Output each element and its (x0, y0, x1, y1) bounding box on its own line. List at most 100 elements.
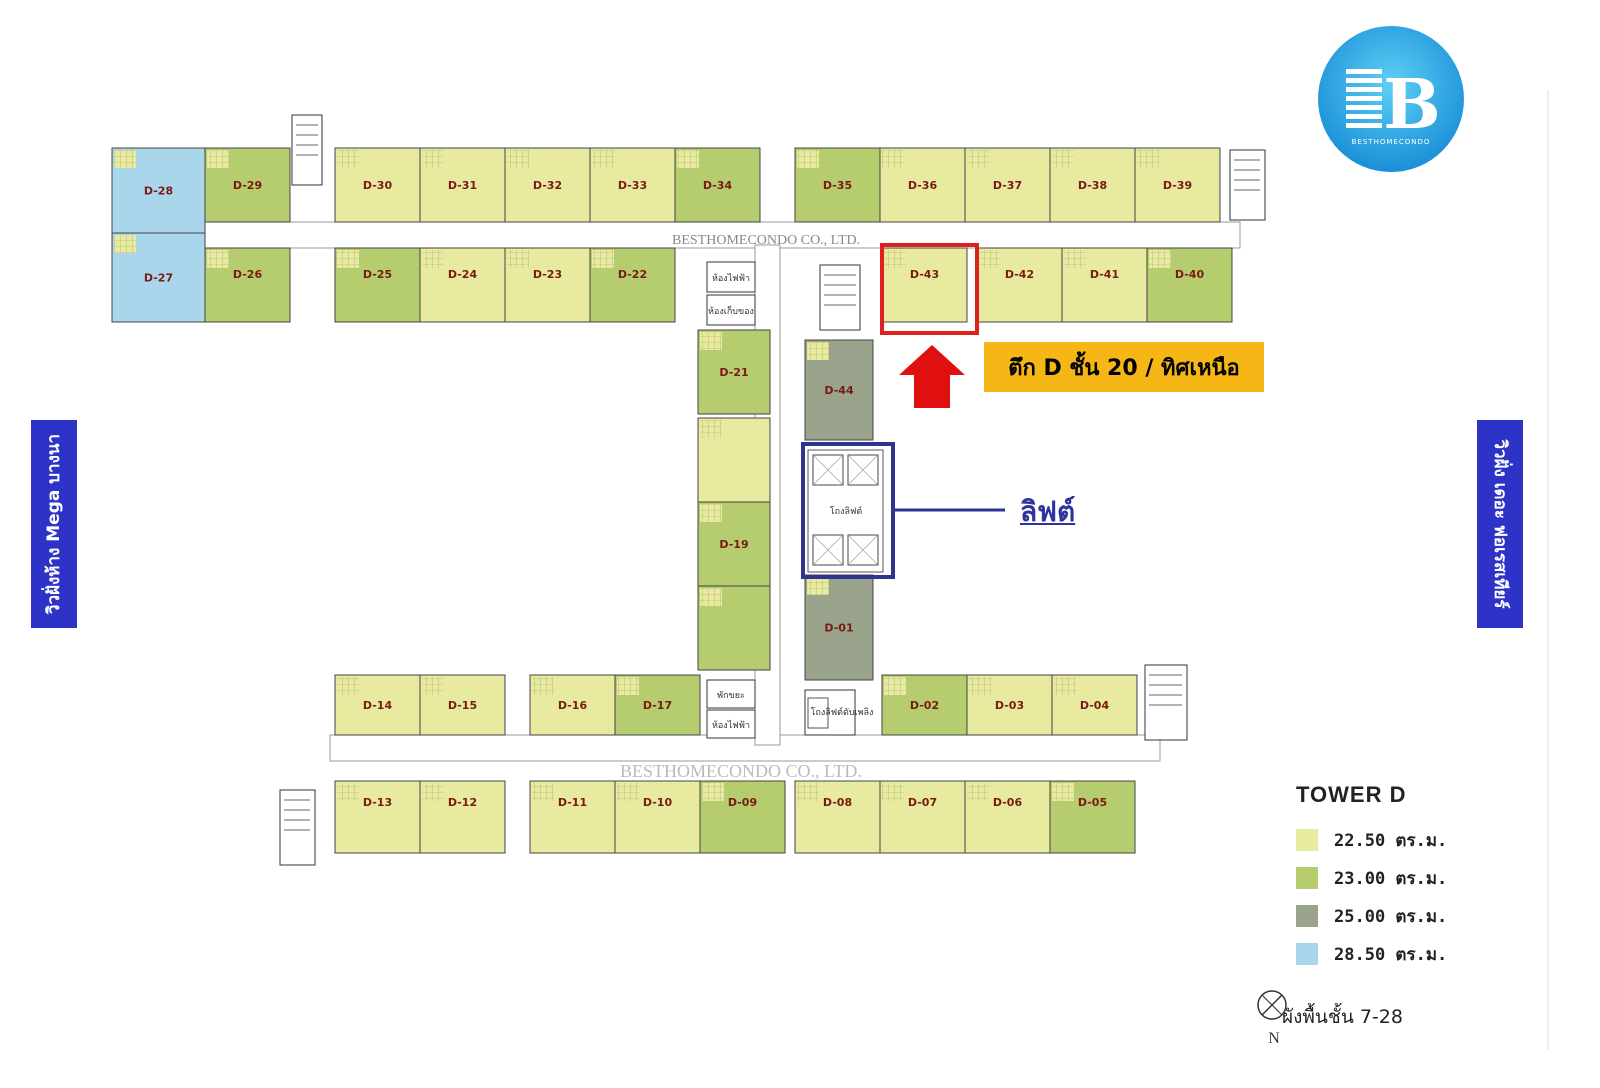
unit-d-35: D-35 (794, 147, 881, 223)
stair-center (819, 264, 861, 331)
unit-label: D-35 (823, 179, 852, 192)
north-arrow-icon: N (1257, 990, 1287, 1047)
unit-d-26: D-26 (204, 247, 291, 323)
lift-lobby-label: โถงลิฟต์ (830, 505, 863, 517)
unit-bathroom (700, 588, 722, 606)
unit-label: D-27 (144, 272, 173, 285)
pointer-arrow-icon (899, 345, 965, 408)
unit-bathroom (422, 677, 444, 695)
legend-swatch-22 (1296, 829, 1318, 851)
unit-d-06: D-06 (964, 780, 1051, 854)
unit-d-40: D-40 (1146, 247, 1233, 323)
legend-swatch-23 (1296, 867, 1318, 889)
unit-label: D-34 (703, 179, 733, 192)
legend-item: 25.00 ตร.ม. (1296, 902, 1447, 930)
unit-d-32: D-32 (504, 147, 591, 223)
service-electric-top: ห้องไฟฟ้า (712, 273, 750, 284)
legend-item: 23.00 ตร.ม. (1296, 864, 1447, 892)
unit-label: D-26 (233, 268, 263, 281)
unit-label: D-01 (824, 622, 853, 635)
unit-label: D-42 (1005, 268, 1034, 281)
unit-d-33: D-33 (589, 147, 676, 223)
right-view-label: วิวฝั่ง เดอะ ฟอเรสเทียร์ (1477, 420, 1523, 628)
lift-label: ลิฟต์ (1020, 495, 1076, 528)
unit-bathroom (337, 250, 359, 268)
fire-lift-label: โถงลิฟต์ดับเพลิง (811, 706, 874, 718)
unit-label: D-36 (908, 179, 938, 192)
unit-label: D-10 (643, 796, 673, 809)
unit-label: D-15 (448, 699, 477, 712)
unit-label: D-09 (728, 796, 757, 809)
unit-bathroom (592, 150, 614, 168)
watermark-top: BESTHOMECONDO CO., LTD. (672, 233, 860, 248)
unit-label: D-23 (533, 268, 562, 281)
unit-shape (204, 147, 291, 223)
stair-top-left (291, 114, 323, 186)
unit-d-13: D-13 (334, 780, 421, 854)
unit-d-43: D-43 (881, 247, 968, 323)
unit-bathroom (884, 677, 906, 695)
unit-bathroom (967, 150, 989, 168)
legend-swatch-28 (1296, 943, 1318, 965)
unit-bathroom (1064, 250, 1086, 268)
unit-label: D-31 (448, 179, 477, 192)
legend-item: 22.50 ตร.ม. (1296, 826, 1447, 854)
unit-label: D-04 (1080, 699, 1110, 712)
unit-d-31: D-31 (419, 147, 506, 223)
lift-core: โถงลิฟต์ (807, 449, 884, 573)
unit-bathroom (969, 677, 991, 695)
unit-bathroom (700, 332, 722, 350)
unit-bathroom (1052, 783, 1074, 801)
unit-label: D-14 (363, 699, 393, 712)
unit-d-21: D-21 (697, 329, 771, 415)
unit-d-04: D-04 (1051, 674, 1138, 736)
unit-label: D-29 (233, 179, 262, 192)
unit-d-11: D-11 (529, 780, 616, 854)
unit-bathroom (807, 577, 829, 595)
service-garbage: พักขยะ (717, 691, 745, 701)
unit-label: D-41 (1090, 268, 1119, 281)
unit-label: D-07 (908, 796, 937, 809)
unit-bathroom (114, 235, 136, 253)
unit-bathroom (882, 783, 904, 801)
unit-d-39: D-39 (1134, 147, 1221, 223)
unit-bathroom (807, 342, 829, 360)
unit-d-03: D-03 (966, 674, 1053, 736)
legend-swatch-25 (1296, 905, 1318, 927)
unit-label: D-30 (363, 179, 393, 192)
unit-bathroom (967, 783, 989, 801)
logo-brand-text: BESTHOMECONDO (1351, 138, 1431, 146)
unit-d-22: D-22 (589, 247, 676, 323)
unit-label: D-25 (363, 268, 392, 281)
right-view-text: วิวฝั่ง เดอะ ฟอเรสเทียร์ (1490, 439, 1510, 609)
stair-top-right (1229, 149, 1266, 221)
unit-bathroom (1149, 250, 1171, 268)
unit-d-10: D-10 (614, 780, 701, 854)
unit-d-44: D-44 (804, 339, 874, 441)
unit-d-23: D-23 (504, 247, 591, 323)
unit-d-36: D-36 (879, 147, 966, 223)
legend-label: 23.00 ตร.ม. (1334, 868, 1448, 889)
unit-d-34: D-34 (674, 147, 761, 223)
unit-bathroom (700, 420, 722, 438)
floor-plan-label: ผังพื้นชั้น 7-28 (1282, 1006, 1403, 1028)
unit-shape (804, 339, 874, 441)
stair-bottom-left (279, 789, 316, 866)
unit-bathroom (532, 783, 554, 801)
service-room-bottom: พักขยะ ห้องไฟฟ้า (706, 679, 756, 739)
unit-d-37: D-37 (964, 147, 1051, 223)
watermark-bottom: BESTHOMECONDO CO., LTD. (620, 761, 862, 781)
unit-d-38: D-38 (1049, 147, 1136, 223)
unit-d-19: D-19 (697, 501, 771, 587)
unit-label: D-37 (993, 179, 1022, 192)
left-view-text: วิวฝั่งห้าง Mega บางนา (44, 433, 64, 615)
unit-d-05: D-05 (1049, 780, 1136, 854)
unit-label: D-02 (910, 699, 939, 712)
legend-label: 25.00 ตร.ม. (1334, 906, 1448, 927)
unit-bathroom (979, 250, 1001, 268)
unit-bathroom (592, 250, 614, 268)
unit-d-42: D-42 (976, 247, 1063, 323)
unit-bathroom (337, 150, 359, 168)
